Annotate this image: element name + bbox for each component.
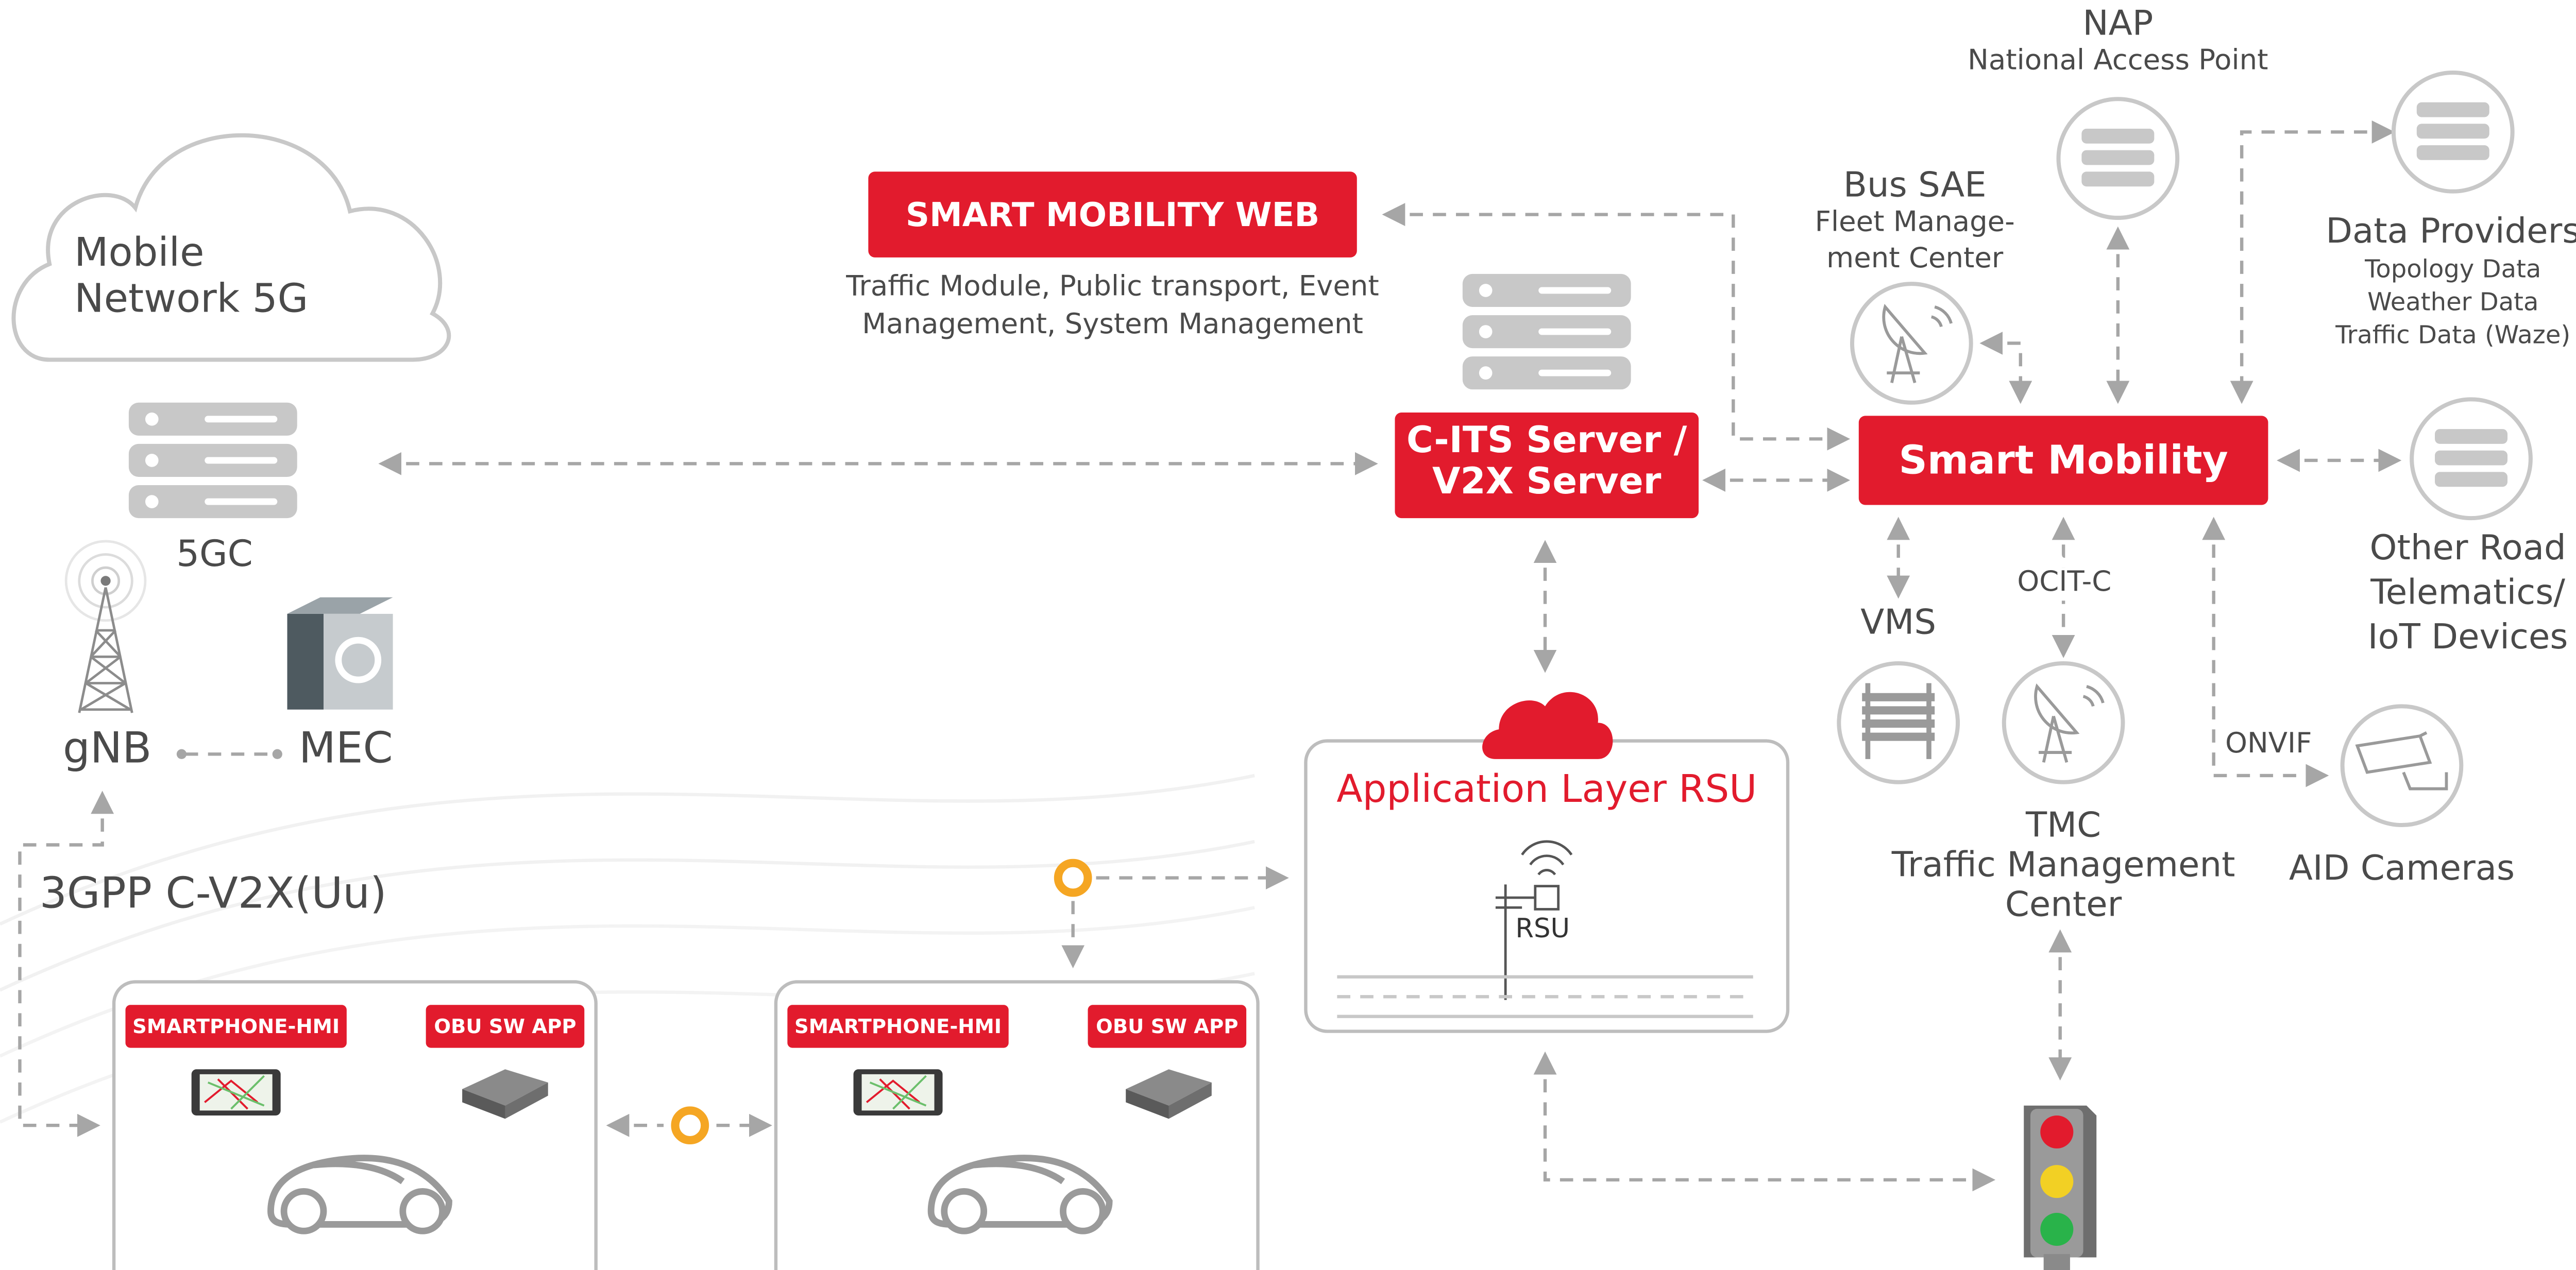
other-road-line2: Telematics/ bbox=[2370, 572, 2565, 612]
vehicle-1-hmi-tag: SMARTPHONE-HMI bbox=[125, 1005, 347, 1048]
cloud-label-line2: Network 5G bbox=[74, 276, 309, 322]
link-hub-aid bbox=[2202, 517, 2329, 787]
rsu-layer-title: Application Layer RSU bbox=[1336, 769, 1757, 812]
web-desc-line1: Traffic Module, Public transport, Event bbox=[846, 270, 1379, 304]
bus-sae-title: Bus SAE bbox=[1843, 165, 1987, 205]
rsu-label: RSU bbox=[1515, 912, 1570, 944]
obu-device-icon bbox=[462, 1069, 548, 1119]
gnb-label: gNB bbox=[63, 724, 152, 774]
vehicle-2-obu-tag: OBU SW APP bbox=[1088, 1005, 1247, 1048]
smart-mobility-hub-button[interactable]: Smart Mobility Hub bbox=[1858, 416, 2268, 573]
tmc-line3: Center bbox=[2005, 884, 2122, 924]
other-road-line3: IoT Devices bbox=[2367, 617, 2568, 657]
cloud-label-line1: Mobile bbox=[74, 229, 205, 276]
tmc-line2: Traffic Management bbox=[1891, 845, 2235, 885]
link-rsu-light bbox=[1533, 1051, 1996, 1192]
smartphone-icon bbox=[853, 1069, 943, 1115]
uu-link-label: 3GPP C-V2X(Uu) bbox=[39, 869, 387, 919]
smart-mobility-web-button[interactable]: SMART MOBILITY WEB bbox=[868, 171, 1357, 258]
onvif-label: ONVIF bbox=[2225, 728, 2312, 761]
data-providers-item-1: Topology Data bbox=[2365, 254, 2541, 284]
link-web-hub bbox=[1382, 203, 1851, 451]
vehicle-2-hmi-tag: SMARTPHONE-HMI bbox=[787, 1005, 1009, 1048]
data-providers-item-2: Weather Data bbox=[2367, 287, 2539, 317]
cits-server-button[interactable]: C-ITS Server / V2X Server bbox=[1395, 413, 1699, 519]
bus-sae-desc-line1: Fleet Manage- bbox=[1815, 206, 2015, 239]
cits-label-line1: C-ITS Server / bbox=[1406, 421, 1687, 462]
smartphone-icon bbox=[191, 1069, 281, 1115]
cits-label-line2: V2X Server bbox=[1432, 462, 1662, 504]
vms-label: VMS bbox=[1860, 602, 1937, 642]
bus-sae-desc-line2: ment Center bbox=[1826, 243, 2004, 276]
data-providers-item-3: Traffic Data (Waze) bbox=[2335, 320, 2571, 350]
5gc-label: 5GC bbox=[176, 535, 253, 576]
nap-subtitle: National Access Point bbox=[1968, 44, 2268, 78]
mec-label: MEC bbox=[298, 724, 393, 774]
aid-label: AID Cameras bbox=[2289, 848, 2515, 888]
vehicle-1-obu-tag: OBU SW APP bbox=[426, 1005, 585, 1048]
link-dp-hub bbox=[2230, 120, 2395, 404]
v2x-beacon-icon bbox=[1054, 859, 1092, 897]
v2v-beacon-icon bbox=[671, 1106, 709, 1145]
ocit-label: OCIT-C bbox=[2015, 567, 2113, 600]
link-gnb-car1 bbox=[18, 791, 114, 1137]
web-desc-line2: Management, System Management bbox=[862, 308, 1363, 342]
nap-title: NAP bbox=[2082, 3, 2154, 43]
data-providers-title: Data Providers bbox=[2326, 211, 2576, 251]
tmc-line1: TMC bbox=[2026, 805, 2102, 845]
obu-device-icon bbox=[1126, 1069, 1212, 1119]
other-road-line1: Other Road bbox=[2369, 528, 2566, 568]
